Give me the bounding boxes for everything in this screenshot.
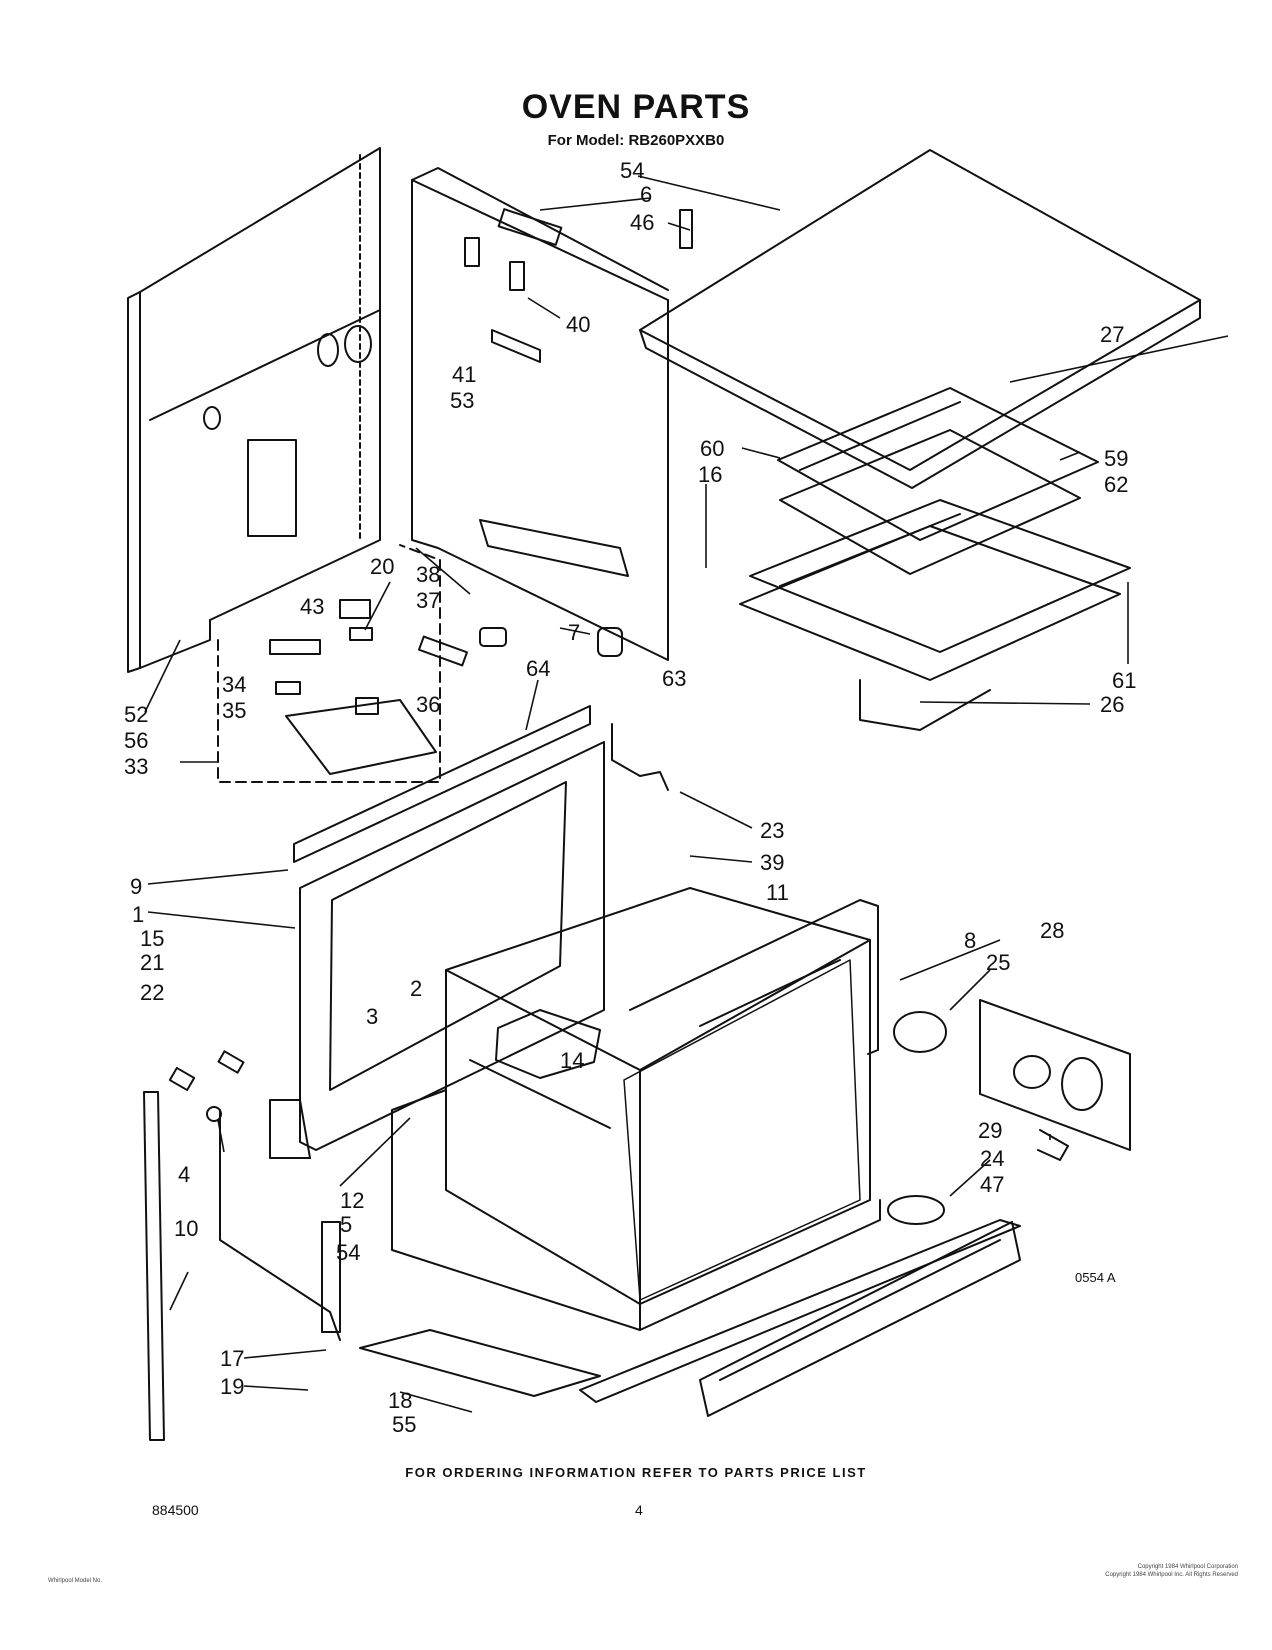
page-number: 4 (635, 1502, 643, 1518)
callout: 24 (980, 1146, 1004, 1171)
callout: 35 (222, 698, 246, 723)
callout: 6 (640, 182, 652, 207)
callout: 34 (222, 672, 246, 697)
callout: 64 (526, 656, 550, 681)
callout: 5 (340, 1212, 352, 1237)
callout: 43 (300, 594, 324, 619)
callout: 21 (140, 950, 164, 975)
callout: 9 (130, 874, 142, 899)
page-title: OVEN PARTS (521, 88, 751, 126)
model-subtitle: For Model: RB260PXXB0 (547, 132, 725, 149)
small-left-note: Whirlpool Model No. (48, 1578, 103, 1584)
callout: 8 (964, 928, 976, 953)
callout: 62 (1104, 472, 1128, 497)
callout: 38 (416, 562, 440, 587)
callout: 60 (700, 436, 724, 461)
callout: 29 (978, 1118, 1002, 1143)
callout: 54 (336, 1240, 360, 1265)
figure-code: 0554 A (1075, 1270, 1116, 1285)
callout: 23 (760, 818, 784, 843)
callout: 59 (1104, 446, 1128, 471)
callout: 12 (340, 1188, 364, 1213)
part-callouts: 54 6 46 40 41 53 27 60 16 59 62 61 26 63… (124, 158, 1136, 1437)
callout: 18 (388, 1388, 412, 1413)
electrical-parts-group (217, 544, 623, 783)
callout: 19 (220, 1374, 244, 1399)
callout: 54 (620, 158, 644, 183)
callout: 20 (370, 554, 394, 579)
copyright-line-2: Copyright 1984 Whirlpool Inc. All Rights… (1105, 1572, 1238, 1578)
callout: 14 (560, 1048, 584, 1073)
bake-element (629, 899, 879, 1055)
back-panel (411, 167, 693, 661)
door-hinge-parts (143, 1050, 341, 1441)
oven-cavity (391, 887, 881, 1331)
callout: 1 (132, 902, 144, 927)
callout: 56 (124, 728, 148, 753)
callout: 26 (1100, 692, 1124, 717)
callout: 25 (986, 950, 1010, 975)
side-panel-left (127, 147, 381, 673)
front-frame (293, 705, 669, 1151)
callout: 10 (174, 1216, 198, 1241)
callout: 61 (1112, 668, 1136, 693)
callout: 37 (416, 588, 440, 613)
callout: 16 (698, 462, 722, 487)
callout: 4 (178, 1162, 190, 1187)
callout: 47 (980, 1172, 1004, 1197)
document-number: 884500 (152, 1502, 199, 1518)
callout: 55 (392, 1412, 416, 1437)
bottom-trim (359, 1219, 1021, 1417)
callout: 2 (410, 976, 422, 1001)
control-knob-assembly (887, 999, 1131, 1225)
callout: 28 (1040, 918, 1064, 943)
callout: 7 (568, 620, 580, 645)
callout: 15 (140, 926, 164, 951)
leader-lines (144, 175, 1229, 1413)
broil-pan-and-racks (739, 387, 1131, 731)
callout: 40 (566, 312, 590, 337)
callout: 39 (760, 850, 784, 875)
callout: 36 (416, 692, 440, 717)
ordering-note: FOR ORDERING INFORMATION REFER TO PARTS … (405, 1465, 867, 1480)
callout: 52 (124, 702, 148, 727)
callout: 53 (450, 388, 474, 413)
callout: 27 (1100, 322, 1124, 347)
callout: 22 (140, 980, 164, 1005)
callout: 3 (366, 1004, 378, 1029)
callout: 11 (766, 880, 789, 905)
callout: 63 (662, 666, 686, 691)
callout: 17 (220, 1346, 244, 1371)
callout: 46 (630, 210, 654, 235)
top-panel (639, 149, 1201, 489)
copyright-line-1: Copyright 1984 Whirlpool Corporation (1137, 1564, 1238, 1570)
callout: 41 (452, 362, 476, 387)
callout: 33 (124, 754, 148, 779)
